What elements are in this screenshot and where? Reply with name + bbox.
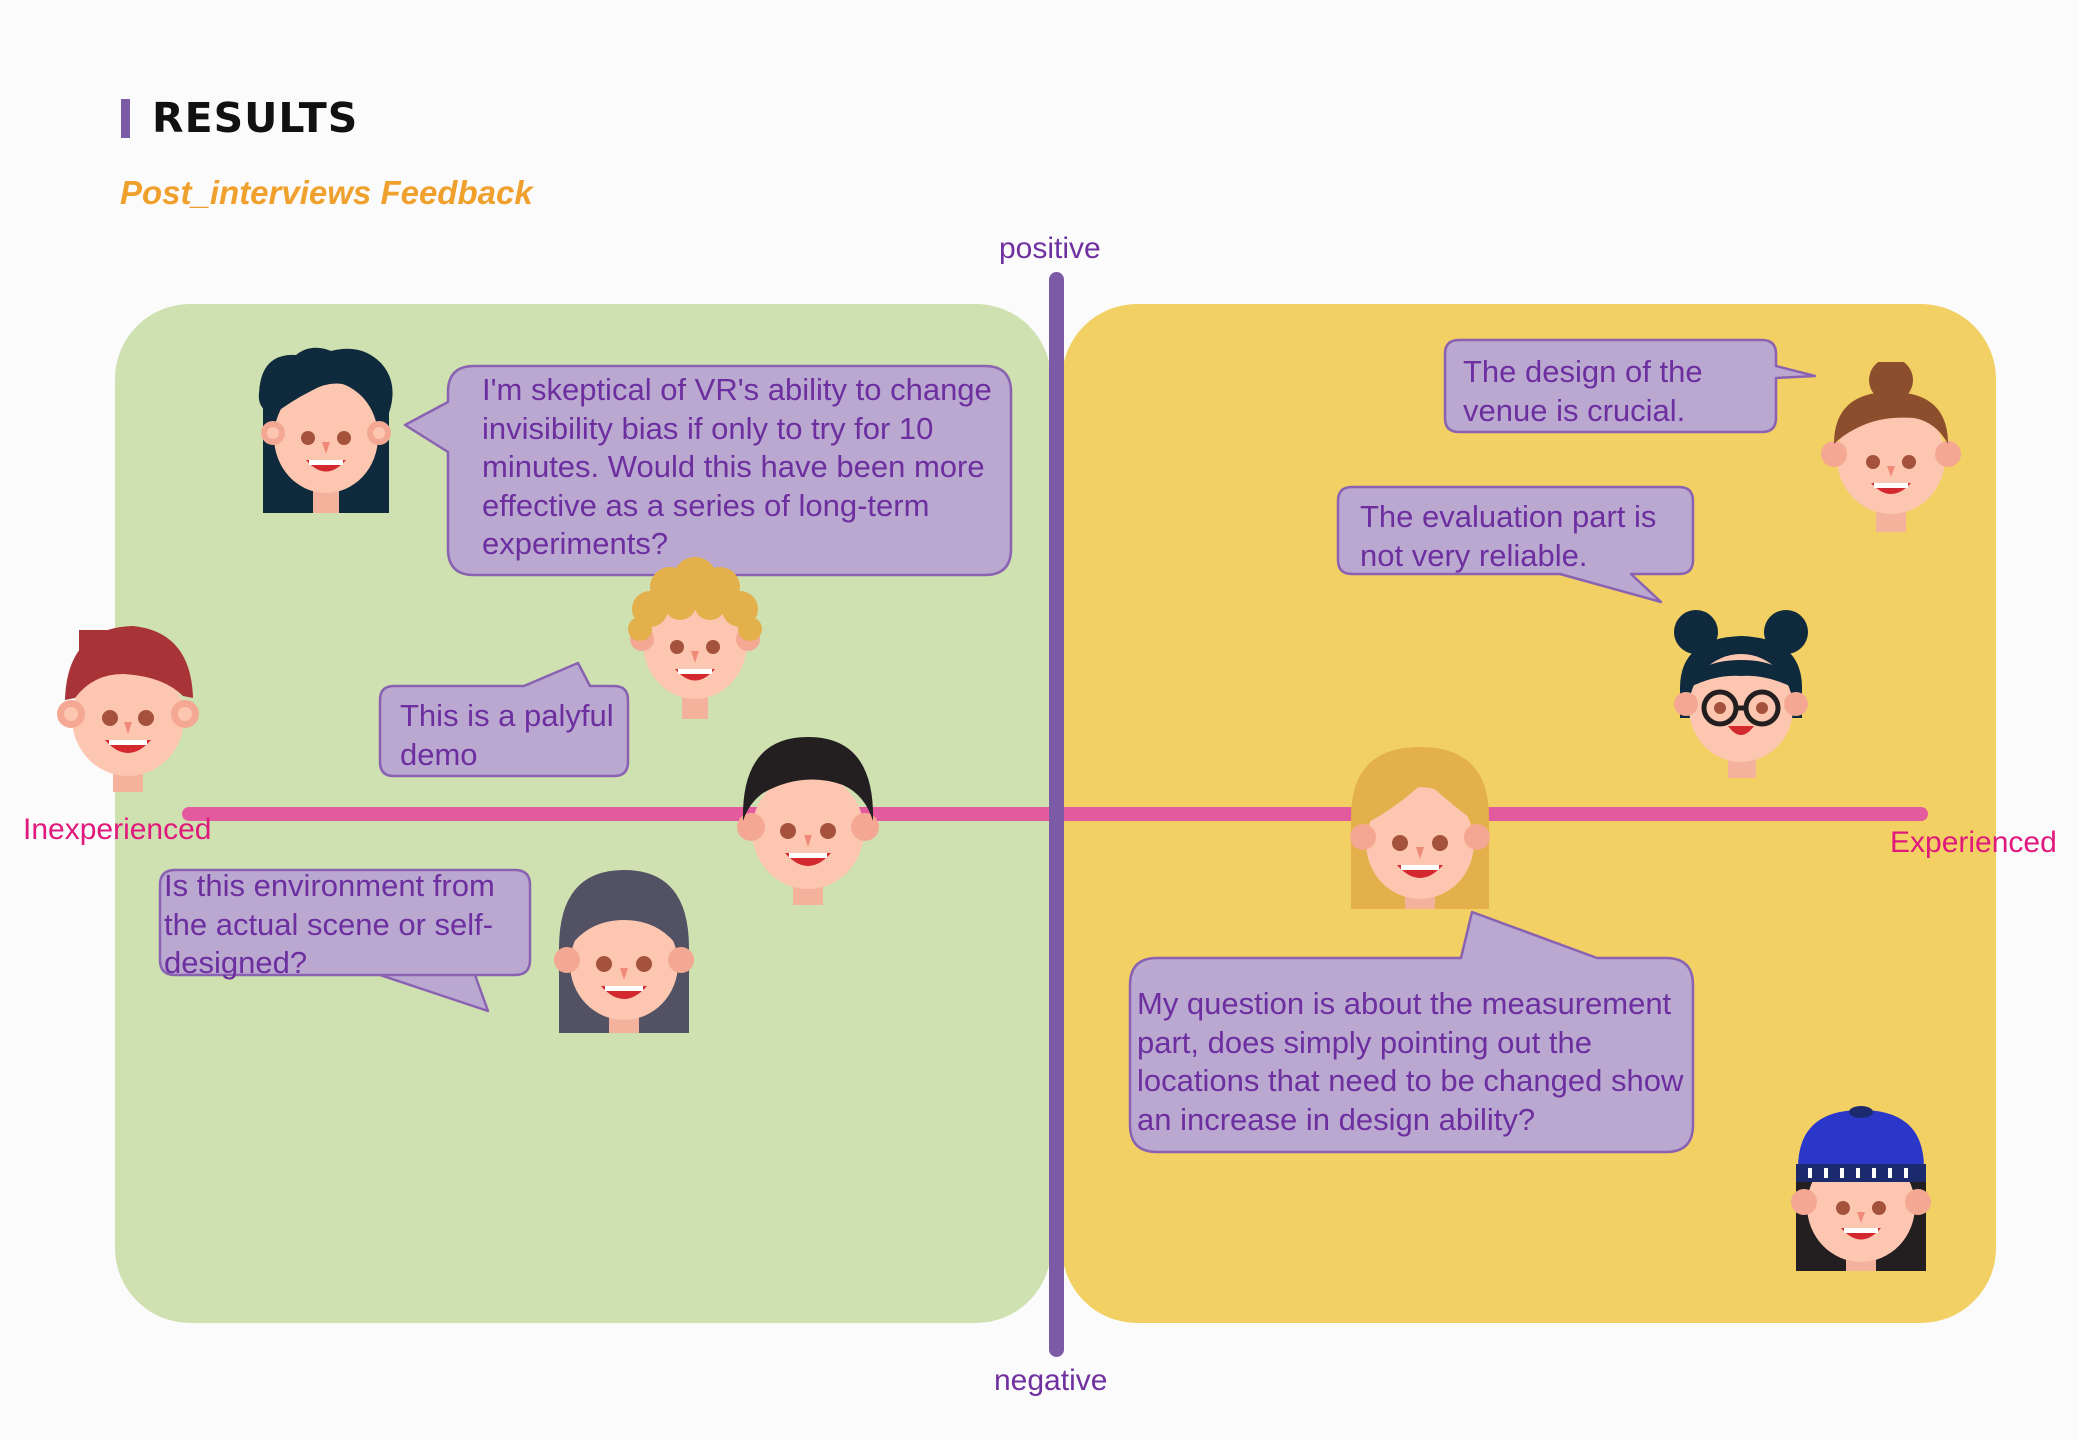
comment-text-5: The evaluation part is not very reliable… bbox=[1360, 499, 1657, 573]
negative-axis-label: negative bbox=[994, 1364, 1108, 1397]
positive-axis-label: positive bbox=[999, 232, 1101, 265]
comment-text-3: Is this environment from the actual scen… bbox=[164, 868, 495, 980]
sentiment-axis bbox=[1049, 272, 1064, 1357]
comment-text-1: I'm skeptical of VR's ability to change … bbox=[482, 372, 992, 561]
page-title: RESULTS bbox=[152, 94, 359, 142]
boy-black-hair-icon bbox=[737, 737, 879, 905]
inexperienced-axis-label: Inexperienced bbox=[23, 813, 212, 846]
comment-text-6: My question is about the measurement par… bbox=[1137, 986, 1684, 1137]
speech-bubble-6 bbox=[1128, 910, 1695, 1154]
speech-bubble-4 bbox=[1443, 338, 1817, 434]
speech-bubble-2 bbox=[378, 661, 630, 778]
girl-glasses-space-buns-icon bbox=[1674, 610, 1808, 778]
girl-blue-beanie-icon bbox=[1791, 1106, 1931, 1271]
comment-text-2: This is a palyful demo bbox=[400, 698, 614, 772]
girl-blonde-bob-icon bbox=[1350, 747, 1490, 909]
speech-bubble-1 bbox=[403, 364, 1013, 577]
comment-text-4: The design of the venue is crucial. bbox=[1463, 354, 1703, 428]
boy-red-hair-icon bbox=[57, 626, 199, 792]
girl-gray-long-hair-icon bbox=[554, 870, 694, 1033]
speech-bubble-5 bbox=[1336, 485, 1695, 604]
boy-dark-curly-hair-icon bbox=[258, 347, 393, 513]
experienced-axis-label: Experienced bbox=[1890, 826, 2057, 859]
speech-bubble-3 bbox=[158, 868, 532, 1013]
title-accent-bar bbox=[121, 99, 130, 138]
girl-brown-bun-icon bbox=[1821, 362, 1961, 532]
boy-blond-curly-hair-icon bbox=[628, 557, 762, 719]
page-subtitle: Post_interviews Feedback bbox=[120, 174, 533, 211]
